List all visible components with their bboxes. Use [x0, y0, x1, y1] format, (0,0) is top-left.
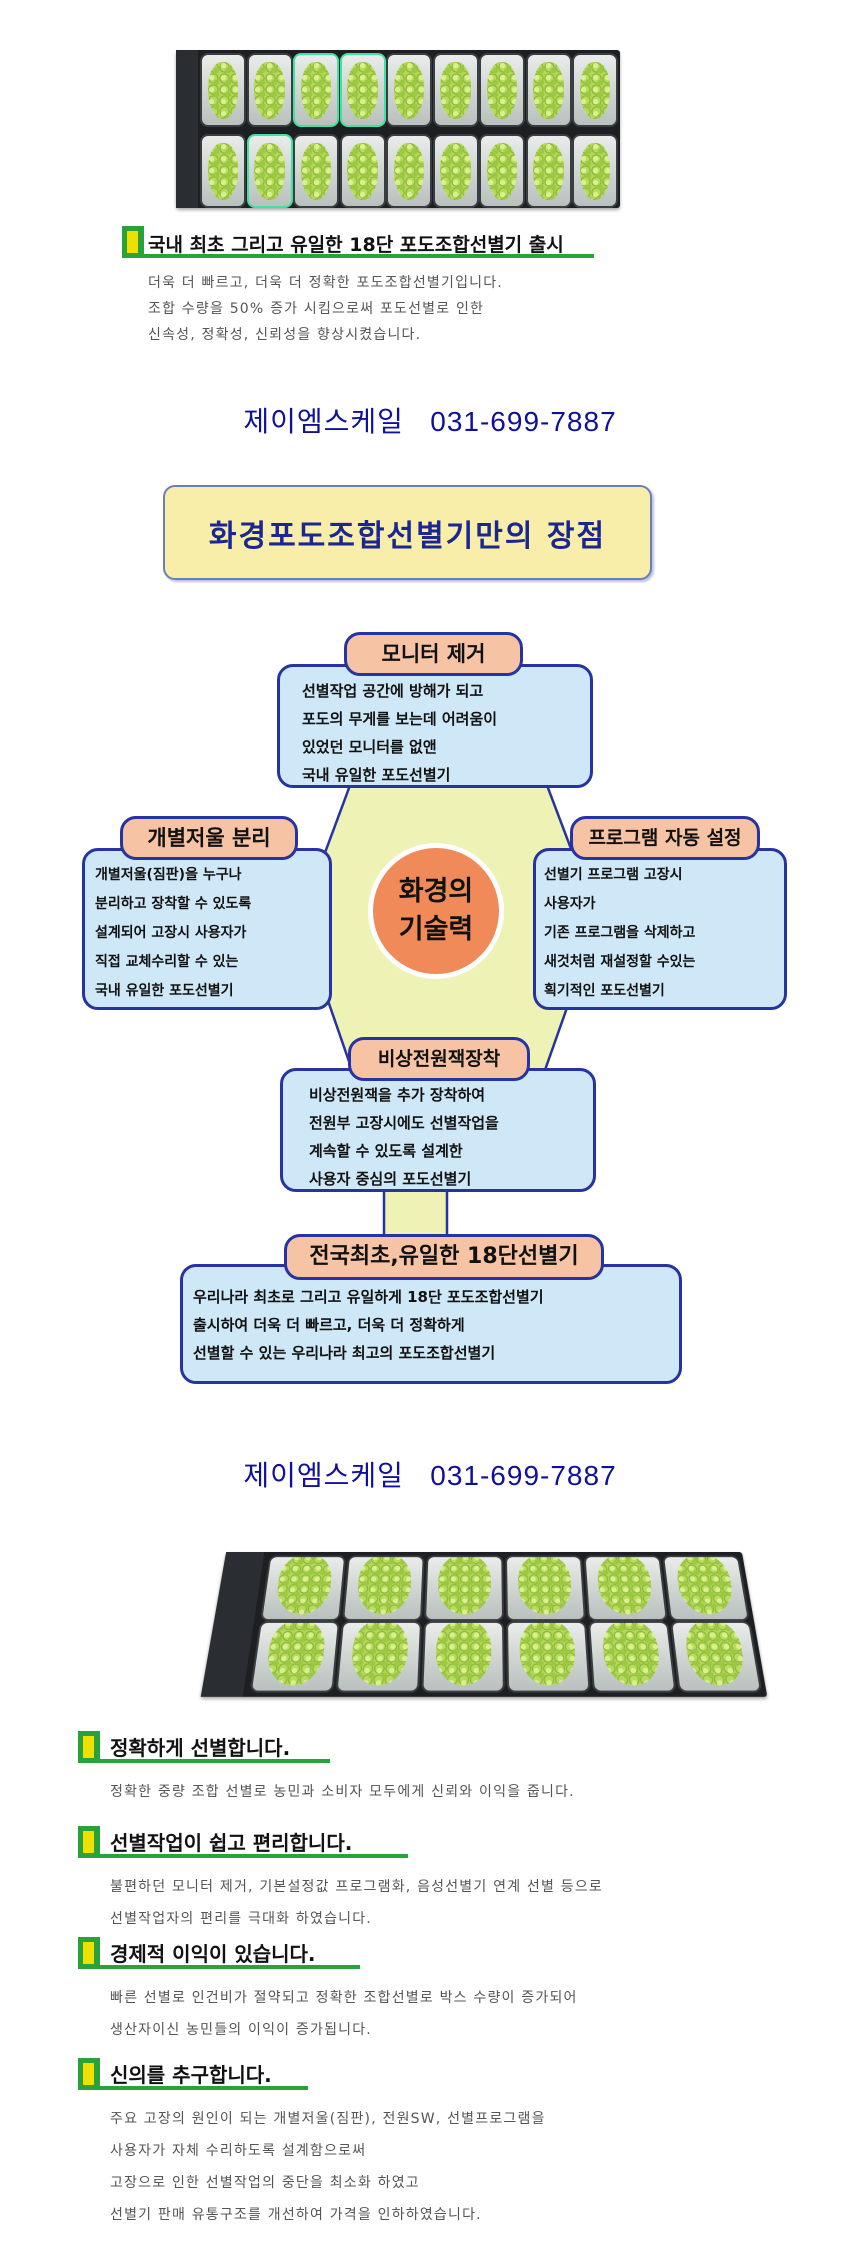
- company-name: 제이엠스케일: [243, 1460, 404, 1491]
- grape-cluster: [435, 1621, 492, 1685]
- grape-cluster: [674, 1555, 736, 1614]
- tray: [421, 1621, 505, 1693]
- feature-line: 선별기 판매 유통구조를 개선하여 가격을 인하하였습니다.: [110, 2204, 482, 2224]
- grape-cluster: [596, 1555, 655, 1614]
- feature-line: 고장으로 인한 선별작업의 중단을 최소화 하였고: [110, 2172, 420, 2192]
- feature-line: 주요 고장의 원인이 되는 개별저울(짐판), 전원SW, 선별프로그램을: [110, 2108, 546, 2128]
- grape-cluster: [274, 1555, 335, 1614]
- tray: [662, 1555, 750, 1621]
- label-monitor-removal: 모니터 제거: [344, 632, 523, 676]
- feature-line: 사용자가 자체 수리하도록 설계함으로써: [110, 2140, 366, 2160]
- label-auto-program: 프로그램 자동 설정: [570, 816, 760, 860]
- grape-cluster: [349, 1621, 409, 1685]
- feature-line: 선별작업자의 편리를 극대화 하였습니다.: [110, 1908, 372, 1928]
- connector-bar: [384, 1188, 447, 1240]
- tray: [588, 1621, 677, 1693]
- tray: [670, 1621, 762, 1693]
- label-scale-separation: 개별저울 분리: [120, 816, 298, 860]
- grape-cluster: [355, 1555, 412, 1614]
- feature-heading: 선별작업이 쉽고 편리합니다.: [78, 1826, 408, 1858]
- tray: [584, 1555, 668, 1621]
- feature-line: 생산자이신 농민들의 이익이 증가됩니다.: [110, 2019, 372, 2039]
- box-emergency-power: 비상전원잭을 추가 장착하여전원부 고장시에도 선별작업을계속할 수 있도록 설…: [280, 1068, 596, 1192]
- box-auto-program: 선별기 프로그램 고장시사용자가기존 프로그램을 삭제하고새것처럼 재설정할 수…: [533, 848, 787, 1010]
- contact-line: 제이엠스케일 031-699-7887: [0, 1454, 860, 1494]
- tray: [250, 1621, 340, 1693]
- center-circle: 화경의 기술력: [368, 843, 504, 979]
- box-scale-separation: 개별저울(짐판)을 누구나분리하고 장착할 수 있도록설계되어 고장시 사용자가…: [82, 848, 332, 1010]
- tray: [505, 1555, 586, 1621]
- grape-cluster: [264, 1621, 328, 1685]
- tray: [335, 1621, 422, 1693]
- phone-number: 031-699-7887: [430, 1460, 616, 1491]
- grape-cluster: [683, 1621, 748, 1685]
- feature-heading: 신의를 추구합니다.: [78, 2058, 308, 2090]
- grape-cluster: [519, 1621, 577, 1685]
- box-first-18-tier: 우리나라 최초로 그리고 유일하게 18단 포도조합선별기출시하여 더욱 더 빠…: [180, 1264, 682, 1384]
- grape-cluster: [601, 1621, 663, 1685]
- feature-line: 빠른 선별로 인건비가 절약되고 정확한 조합선별로 박스 수량이 증가되어: [110, 1987, 578, 2007]
- grape-cluster: [437, 1555, 491, 1614]
- feature-line: 불편하던 모니터 제거, 기본설정값 프로그램화, 음성선별기 연계 선별 등으…: [110, 1876, 603, 1896]
- label-first-18-tier: 전국최초,유일한 18단선별기: [284, 1234, 604, 1280]
- box-monitor-removal: 선별작업 공간에 방해가 되고포도의 무게를 보는데 어려움이있었던 모니터를 …: [277, 664, 593, 788]
- feature-line: 정확한 중량 조합 선별로 농민과 소비자 모두에게 신뢰와 이익을 줍니다.: [110, 1781, 575, 1801]
- label-emergency-power: 비상전원잭장착: [348, 1037, 530, 1081]
- tray: [506, 1621, 591, 1693]
- tray: [342, 1555, 425, 1621]
- grape-cluster: [517, 1555, 573, 1614]
- feature-heading: 경제적 이익이 있습니다.: [78, 1937, 360, 1969]
- sorter-photo-perspective: [201, 1552, 768, 1697]
- tray: [260, 1555, 346, 1621]
- feature-heading: 정확하게 선별합니다.: [78, 1731, 330, 1763]
- tray: [424, 1555, 504, 1621]
